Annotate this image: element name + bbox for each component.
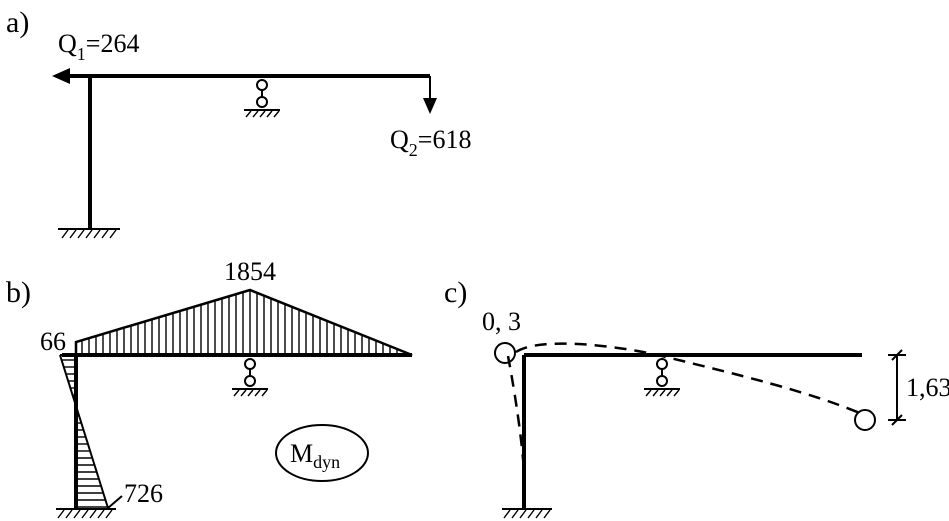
right-node-circle xyxy=(854,409,876,431)
panel-c-label: c) xyxy=(444,276,467,309)
deformed-beam xyxy=(515,342,863,416)
column-moment-outline xyxy=(59,354,109,509)
roller-support-a xyxy=(244,79,280,118)
roller-support-b xyxy=(232,358,268,397)
fixed-support-a xyxy=(58,228,120,239)
moment-peak-label: 1854 xyxy=(224,257,276,286)
panel-c: c) 0, 3 1,63 xyxy=(444,276,949,519)
disp-right-label: 1,63 xyxy=(906,373,949,402)
panel-a-label: a) xyxy=(6,6,29,39)
q1-label: Q1=264 xyxy=(58,29,139,64)
fixed-support-c xyxy=(502,508,552,519)
panel-b-label: b) xyxy=(6,276,31,309)
roller-support-c xyxy=(644,358,680,397)
fixed-support-b xyxy=(56,508,116,519)
beam-moment-hatch xyxy=(81,290,405,355)
moment-base-leader xyxy=(107,495,123,509)
moment-left-label: 66 xyxy=(40,327,66,356)
q1-arrow xyxy=(52,68,70,84)
left-node-circle xyxy=(494,342,516,364)
q2-label: Q2=618 xyxy=(390,125,471,160)
mdyn-ellipse xyxy=(275,424,369,482)
q2-arrow xyxy=(423,98,437,114)
panel-b: b) 66 1854 726 xyxy=(6,257,413,519)
mdyn-label: Mdyn xyxy=(290,439,340,472)
disp-left-label: 0, 3 xyxy=(482,307,521,336)
panel-a: a) Q1=264 xyxy=(6,6,471,239)
moment-base-label: 726 xyxy=(124,479,163,508)
deformed-column xyxy=(506,355,526,506)
